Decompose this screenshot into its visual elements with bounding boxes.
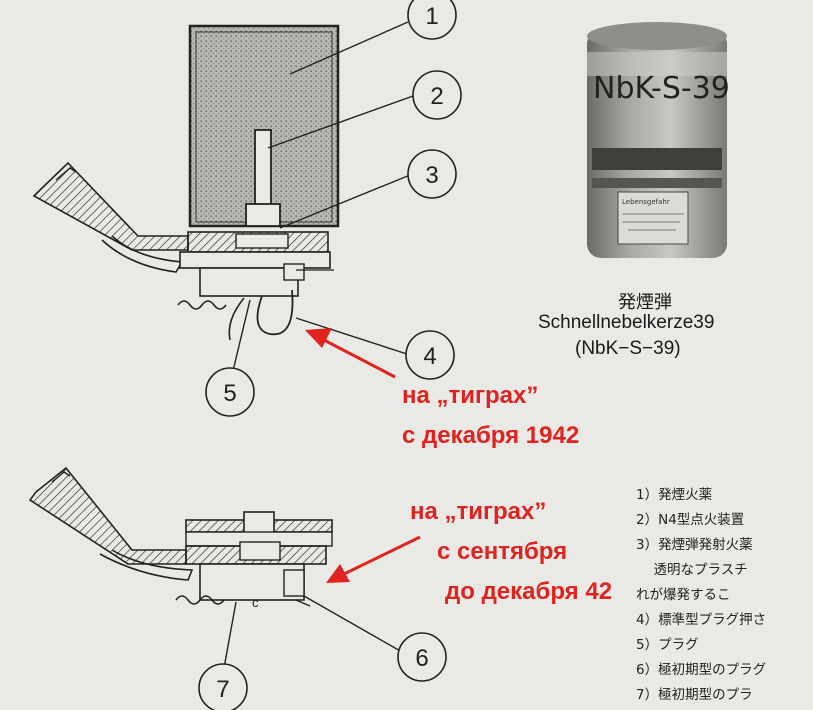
- caption-code: (NbK−S−39): [575, 338, 681, 359]
- canister-sticker: Lebensgefahr: [622, 198, 670, 206]
- annotation-tigers-december-line1: на „тиграх”: [402, 382, 539, 409]
- annotation-tigers-september-line2: с сентября: [437, 538, 568, 565]
- svg-text:3: 3: [425, 162, 438, 189]
- legend-item: 2）N4型点火装置: [636, 512, 745, 528]
- legend-item: 1）発煙火薬: [636, 487, 713, 503]
- svg-text:5: 5: [223, 380, 236, 407]
- callout-2: 2: [412, 70, 462, 120]
- legend-item: れが爆発するこ: [636, 587, 731, 603]
- legend-item: 5）プラグ: [636, 637, 699, 653]
- callout-3: 3: [407, 149, 457, 199]
- svg-text:6: 6: [415, 645, 428, 672]
- legend-list: 1）発煙火薬 2）N4型点火装置 3）発煙弾発射火薬 透明なプラスチ れが爆発す…: [636, 483, 813, 708]
- upper-smoke-discharger: [32, 24, 340, 341]
- callout-5: 5: [205, 367, 255, 417]
- c-mark: c: [252, 595, 259, 610]
- leader-lines: [223, 21, 414, 669]
- legend-item: 6）極初期型のプラグ: [636, 662, 767, 678]
- callout-4: 4: [405, 330, 455, 380]
- red-arrows: [305, 328, 421, 583]
- canister-label: NbK-S-39: [593, 71, 730, 106]
- callout-6: 6: [397, 632, 447, 682]
- lower-smoke-discharger: c: [28, 466, 333, 610]
- legend-item: 3）発煙弾発射火薬: [636, 537, 753, 553]
- annotation-tigers-september-line3: до декабря 42: [445, 578, 613, 605]
- annotation-tigers-december-line2: с декабря 1942: [402, 422, 580, 449]
- canister-photo: NbK-S-39 Lebensgefahr: [587, 22, 730, 258]
- legend-item: 7）極初期型のプラ: [636, 687, 753, 703]
- legend-item: 4）標準型プラグ押さ: [636, 612, 767, 628]
- svg-text:2: 2: [430, 83, 443, 110]
- annotation-tigers-september-line1: на „тиграх”: [410, 498, 547, 525]
- svg-text:4: 4: [423, 343, 436, 370]
- callouts: 1 2 3 4 5 6 7: [198, 0, 462, 710]
- legend-item: 透明なプラスチ: [640, 562, 748, 578]
- svg-text:7: 7: [216, 676, 229, 703]
- callout-1: 1: [407, 0, 457, 40]
- callout-7: 7: [198, 663, 248, 710]
- svg-text:1: 1: [425, 3, 438, 30]
- caption-japanese: 発煙弾: [618, 292, 672, 313]
- caption-name: Schnellnebelkerze39: [538, 312, 715, 333]
